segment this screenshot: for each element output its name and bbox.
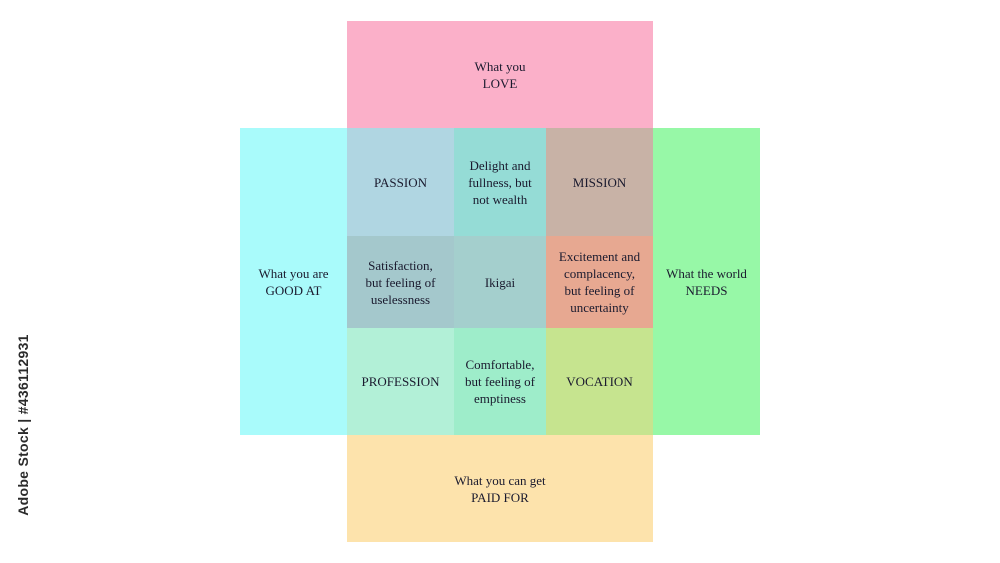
good-at-label-box: What you are GOOD AT	[240, 128, 347, 435]
paid-for-label: What you can get PAID FOR	[454, 472, 546, 505]
comfortable-label: Comfortable, but feeling of emptiness	[464, 357, 536, 406]
good-at-label: What you are GOOD AT	[258, 265, 329, 298]
profession-label: PROFESSION	[361, 374, 440, 389]
vocation-label: VOCATION	[566, 374, 633, 389]
excitement-cell: Excitement and complacency, but feeling …	[546, 236, 653, 328]
world-needs-band	[653, 128, 760, 435]
love-label-box: What you LOVE	[347, 21, 653, 128]
stock-watermark: Adobe Stock | #436112931	[8, 300, 38, 550]
comfortable-cell: Comfortable, but feeling of emptiness	[454, 328, 546, 435]
satisfaction-label: Satisfaction, but feeling of uselessness	[365, 257, 436, 307]
paid-for-band	[347, 435, 653, 542]
mission-cell: MISSION	[546, 128, 653, 236]
watermark-text: Adobe Stock | #436112931	[15, 334, 31, 516]
love-label: What you LOVE	[474, 58, 526, 91]
vocation-cell: VOCATION	[546, 328, 653, 435]
excitement-label: Excitement and complacency, but feeling …	[558, 249, 641, 315]
profession-cell: PROFESSION	[347, 328, 454, 435]
world-needs-label: What the world NEEDS	[666, 265, 747, 298]
delight-cell: Delight and fullness, but not wealth	[454, 128, 546, 236]
satisfaction-cell: Satisfaction, but feeling of uselessness	[347, 236, 454, 328]
passion-label: PASSION	[374, 174, 427, 190]
paid-for-label-box: What you can get PAID FOR	[347, 435, 653, 542]
world-needs-label-box: What the world NEEDS	[653, 128, 760, 435]
delight-label: Delight and fullness, but not wealth	[468, 157, 532, 207]
ikigai-cell: Ikigai	[454, 236, 546, 328]
passion-cell: PASSION	[347, 128, 454, 236]
ikigai-label: Ikigai	[484, 274, 516, 290]
mission-label: MISSION	[572, 174, 627, 190]
